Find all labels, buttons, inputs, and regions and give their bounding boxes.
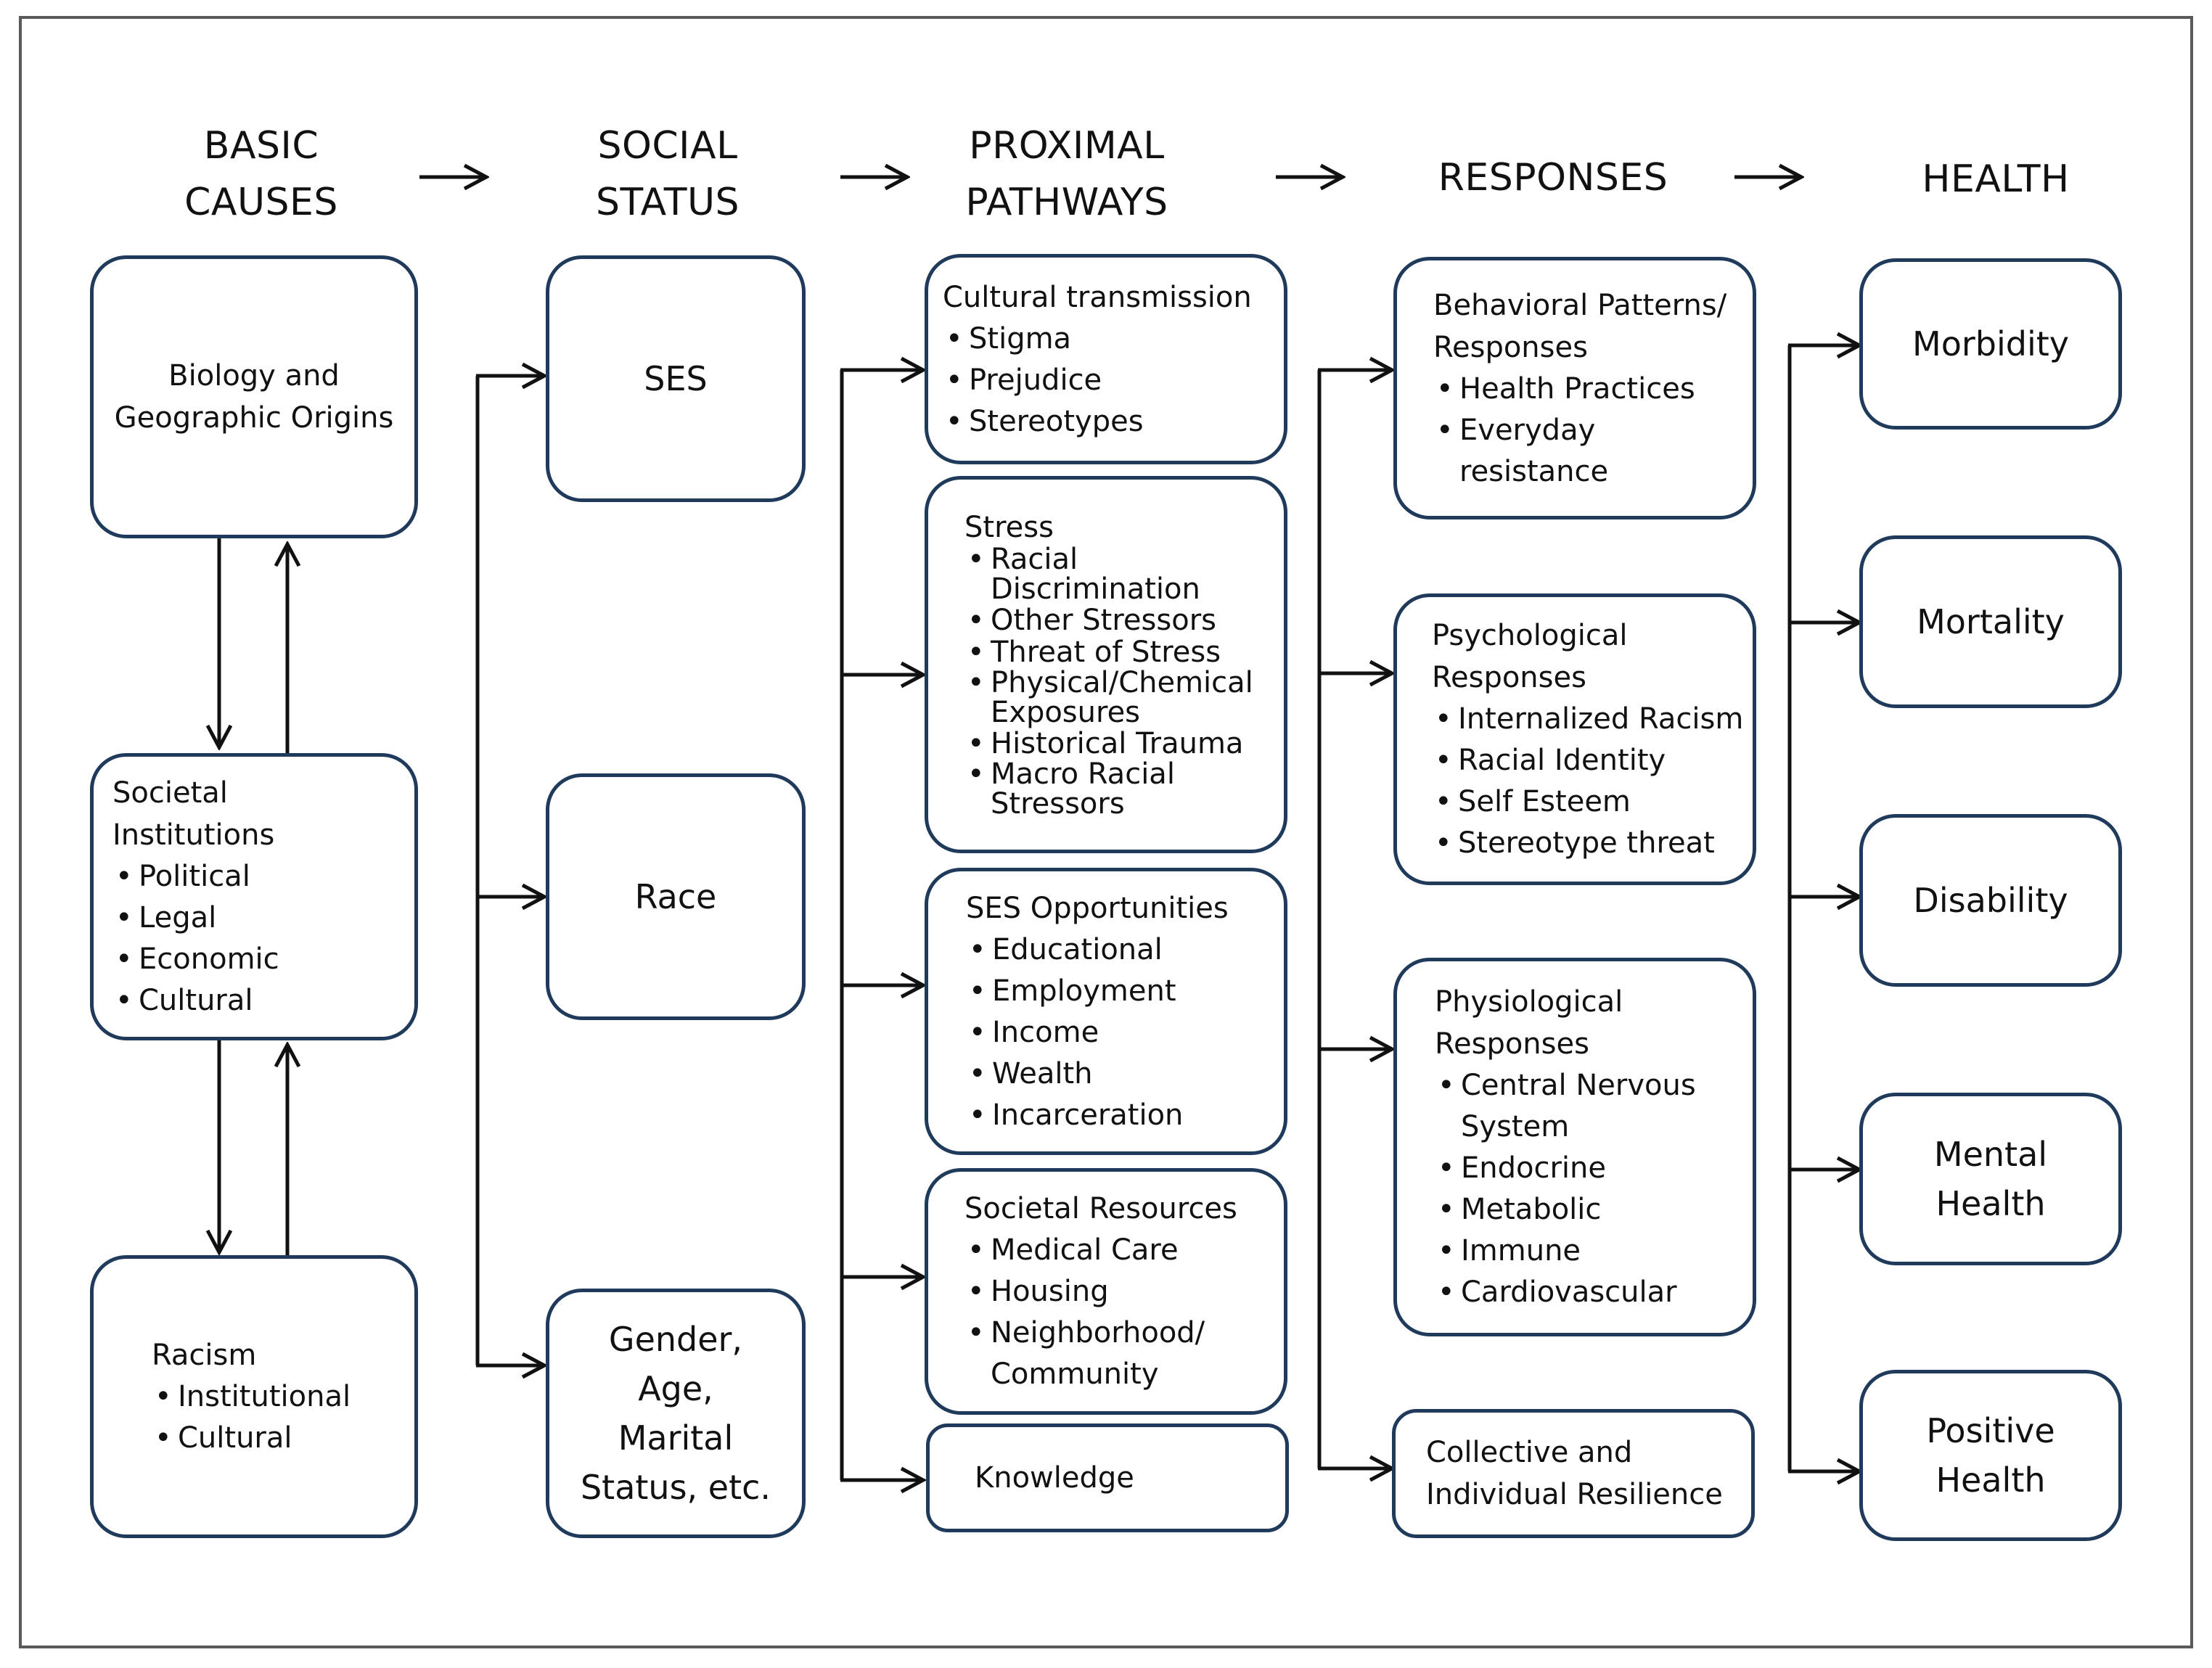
header-social-status: SOCIAL STATUS (595, 124, 740, 224)
institutions-list: Political Legal Economic Cultural (112, 856, 396, 1022)
box-gender-age-marital: Gender, Age, Marital Status, etc. (546, 1289, 806, 1538)
list-item: Metabolic (1435, 1189, 1738, 1231)
behavioral-title: Behavioral Patterns/ Responses (1433, 288, 1727, 364)
list-item: Internalized Racism (1432, 699, 1745, 740)
box-behavioral-patterns: Behavioral Patterns/ Responses Health Pr… (1393, 257, 1756, 519)
list-item: Economic (112, 939, 396, 980)
box-ses: SES (546, 255, 806, 502)
box-ses-opportunities: SES Opportunities Educational Employment… (925, 868, 1287, 1155)
list-item: Legal (112, 897, 396, 939)
racism-list: Institutional Cultural (152, 1376, 396, 1459)
list-item: Health Practices (1433, 369, 1738, 410)
list-item: Threat of Stress (964, 636, 1269, 668)
diagram-frame (19, 16, 2193, 1648)
list-item: Incarceration (966, 1095, 1269, 1136)
list-item: Stigma (943, 319, 1269, 360)
institutions-title: Societal Institutions (112, 776, 275, 852)
box-collective-resilience: Collective and Individual Resilience (1392, 1409, 1755, 1538)
box-morbidity: Morbidity (1859, 258, 2122, 430)
list-item: Housing (964, 1271, 1269, 1312)
header-basic-causes: BASIC CAUSES (184, 124, 338, 224)
box-cultural-transmission: Cultural transmission Stigma Prejudice S… (925, 254, 1287, 464)
box-race: Race (546, 773, 806, 1020)
header-proximal-pathways: PROXIMAL PATHWAYS (965, 124, 1168, 224)
societal-resources-title: Societal Resources (964, 1192, 1237, 1225)
list-item: Cultural (112, 980, 396, 1022)
list-item: Stereotypes (943, 401, 1269, 443)
list-item: Everyday resistance (1433, 410, 1641, 493)
box-societal-institutions: Societal Institutions Political Legal Ec… (90, 753, 418, 1040)
racism-title: Racism (152, 1339, 257, 1372)
list-item: Endocrine (1435, 1148, 1738, 1189)
box-physiological-responses: Physiological Responses Central Nervous … (1393, 958, 1756, 1336)
box-societal-resources: Societal Resources Medical Care Housing … (925, 1168, 1287, 1415)
list-item: Immune (1435, 1231, 1738, 1272)
ses-opportunities-title: SES Opportunities (966, 891, 1229, 925)
list-item: Institutional (152, 1376, 396, 1418)
box-knowledge: Knowledge (926, 1423, 1289, 1532)
cultural-title: Cultural transmission (943, 280, 1252, 314)
list-item: Political (112, 856, 396, 897)
list-item: Other Stressors (964, 604, 1269, 636)
box-mortality: Mortality (1859, 535, 2122, 708)
list-item: Racial Identity (1432, 740, 1745, 781)
list-item: Employment (966, 971, 1269, 1012)
stress-title: Stress (964, 511, 1054, 544)
list-item: Self Esteem (1432, 781, 1745, 823)
list-item: Cardiovascular (1435, 1272, 1738, 1313)
list-item: Educational (966, 929, 1269, 971)
list-item: Central Nervous System (1435, 1065, 1722, 1148)
list-item: Neighborhood/ Community (964, 1312, 1252, 1395)
list-item: Income (966, 1012, 1269, 1053)
list-item: Stereotype threat (1432, 823, 1745, 864)
box-mental-health: Mental Health (1859, 1093, 2122, 1265)
box-racism: Racism Institutional Cultural (90, 1255, 418, 1538)
list-item: Racial Discrimination (964, 545, 1269, 604)
box-psychological-responses: Psychological Responses Internalized Rac… (1393, 593, 1756, 885)
list-item: Historical Trauma (964, 728, 1269, 760)
list-item: Wealth (966, 1053, 1269, 1095)
physiological-title: Physiological Responses (1435, 985, 1623, 1061)
header-responses: RESPONSES (1438, 156, 1668, 200)
list-item: Cultural (152, 1418, 396, 1459)
box-disability: Disability (1859, 814, 2122, 987)
list-item: Prejudice (943, 360, 1269, 401)
header-health: HEALTH (1922, 157, 2070, 201)
psychological-title: Psychological Responses (1432, 619, 1628, 694)
list-item: Macro Racial Stressors (964, 760, 1269, 819)
list-item: Physical/Chemical Exposures (964, 668, 1269, 728)
box-positive-health: Positive Health (1859, 1370, 2122, 1541)
box-biology-geographic-origins: Biology and Geographic Origins (90, 255, 418, 538)
list-item: Medical Care (964, 1230, 1269, 1271)
box-stress: Stress Racial Discrimination Other Stres… (925, 476, 1287, 853)
